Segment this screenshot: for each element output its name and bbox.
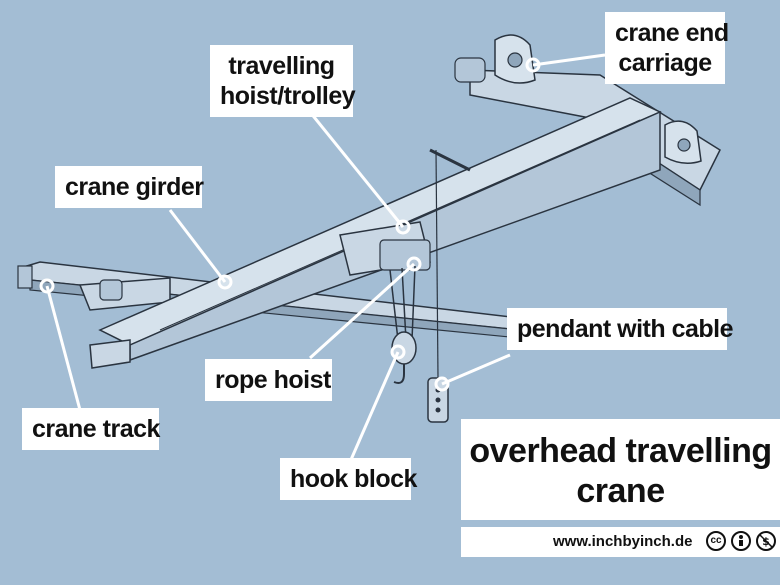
website-url[interactable]: www.inchbyinch.de [553, 533, 693, 550]
title-line-1: overhead travelling [469, 432, 772, 470]
noncommercial-icon: $ [756, 531, 776, 551]
label-rope-hoist-text: rope hoist [215, 366, 331, 394]
title-line-2: crane [576, 472, 665, 510]
label-rope-hoist: rope hoist [205, 359, 332, 401]
label-hook-block: hook block [280, 458, 417, 500]
cc-icon: cc [706, 531, 726, 551]
label-crane-track: crane track [22, 408, 160, 450]
label-crane-track-text: crane track [32, 415, 160, 443]
label-travelling-hoist: travelling hoist/trolley [210, 45, 356, 117]
label-crane-end-carriage-line1: crane end [615, 19, 729, 47]
label-crane-girder: crane girder [55, 166, 204, 208]
diagram-title: overhead travelling crane [461, 419, 780, 520]
label-crane-girder-text: crane girder [65, 173, 204, 201]
attribution-icon [731, 531, 751, 551]
label-hook-block-text: hook block [290, 465, 417, 493]
label-pendant-with-cable: pendant with cable [507, 308, 734, 350]
label-crane-end-carriage-line2: carriage [618, 49, 712, 77]
callout-lines [45, 53, 606, 463]
label-crane-end-carriage: crane end carriage [605, 12, 729, 84]
label-travelling-hoist-line2: hoist/trolley [220, 82, 356, 110]
left-end-carriage [78, 277, 171, 311]
footer-bar: www.inchbyinch.de cc $ [461, 527, 780, 557]
label-travelling-hoist-line1: travelling [228, 52, 335, 80]
label-pendant-with-cable-text: pendant with cable [517, 315, 734, 343]
callout-dots [39, 57, 541, 392]
